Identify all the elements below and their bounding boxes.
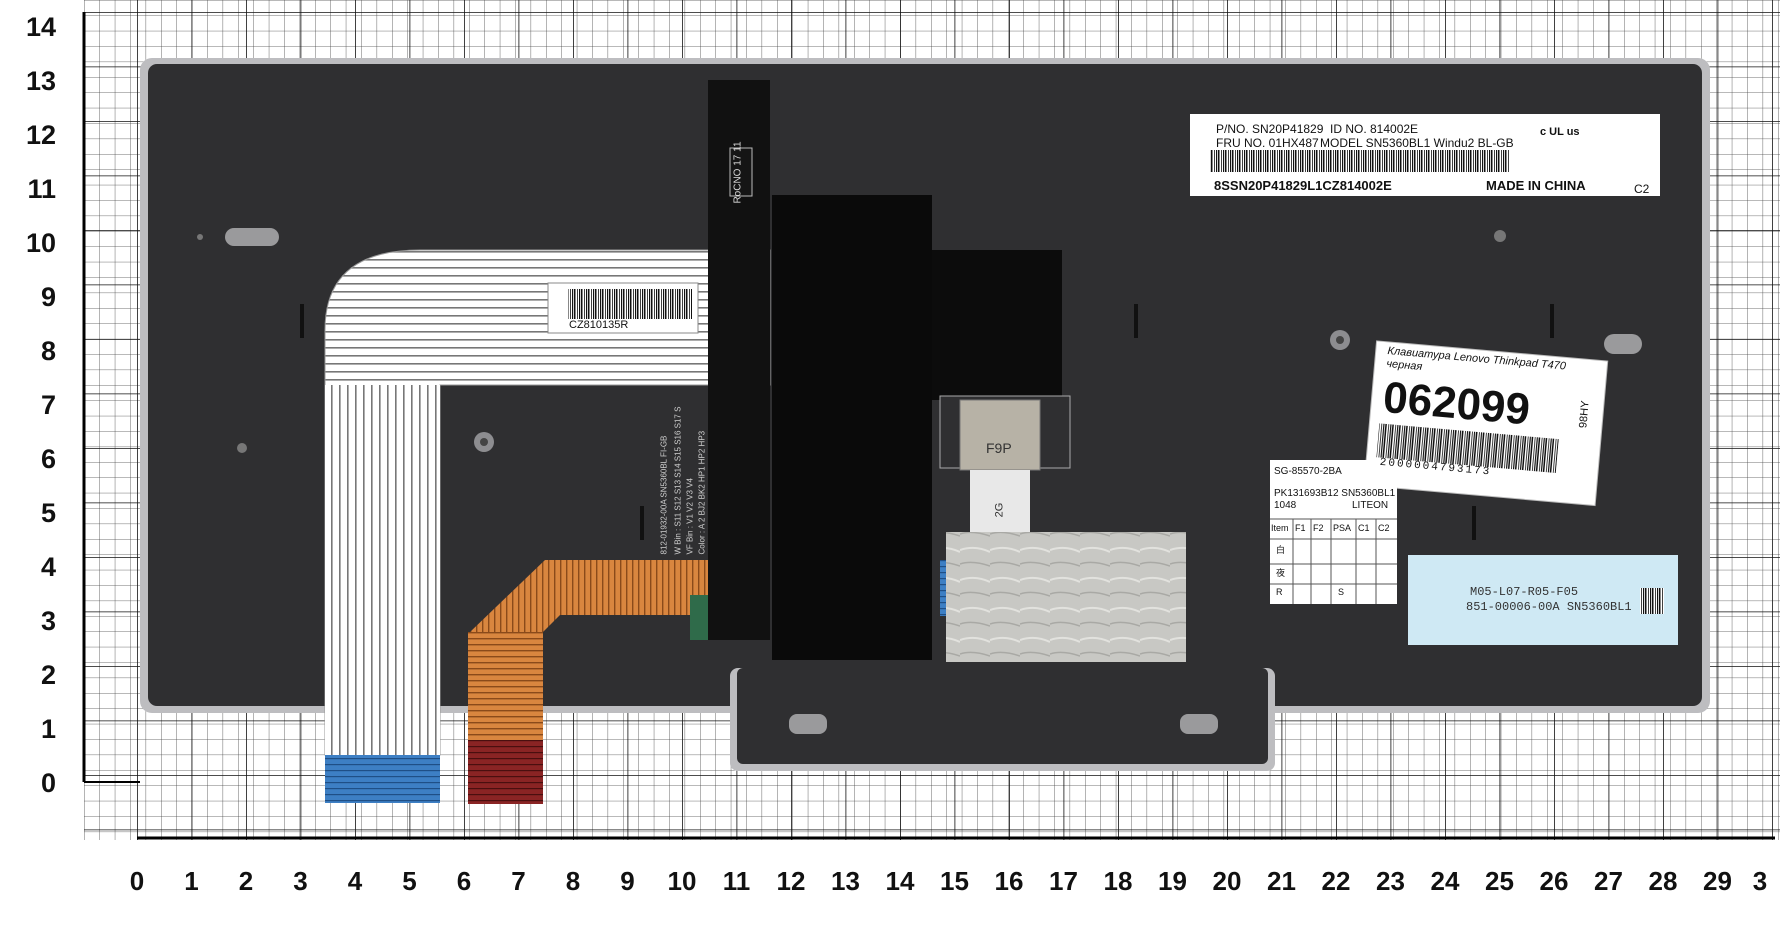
- strip-label-line1: 812-01932-00A SN5360BL FI-GB: [659, 435, 669, 555]
- x-tick-label: 4: [347, 866, 363, 896]
- label-fru: FRU NO. 01HX487: [1216, 136, 1319, 150]
- x-tick-label: 9: [620, 866, 635, 896]
- x-tick-label: 19: [1158, 866, 1187, 896]
- x-tick-label: 21: [1267, 866, 1296, 896]
- strip-label-line3: VF Bin : V1 V2 V3 V4: [685, 478, 695, 555]
- x-tick-label: 23: [1376, 866, 1405, 896]
- liteon-line2: PK131693B12 SN5360BL1: [1274, 488, 1396, 499]
- y-tick-label: 8: [40, 336, 56, 366]
- connector-mark: F9P: [986, 440, 1012, 456]
- liteon-row-1: 白: [1276, 545, 1286, 555]
- x-tick-label: 26: [1539, 866, 1569, 896]
- x-tick-label: 29: [1703, 866, 1732, 896]
- ribbon-label-code: CZ810135R: [569, 319, 629, 331]
- y-tick-label: 4: [40, 552, 56, 582]
- x-tick-label: 3: [1752, 866, 1768, 896]
- liteon-row-3: R: [1276, 587, 1283, 597]
- y-tick-label: 7: [40, 390, 56, 420]
- x-tick-label: 12: [776, 866, 806, 896]
- x-tick-label: 3: [293, 866, 308, 896]
- stock-label: [1363, 340, 1609, 507]
- ul-mark-icon: c UL us: [1540, 126, 1580, 138]
- x-tick-label: 13: [831, 866, 860, 896]
- blue-label: [1408, 555, 1678, 645]
- product-label: [1190, 114, 1660, 196]
- liteon-header-cell: Item: [1271, 523, 1289, 533]
- x-tick-label: 5: [402, 866, 417, 896]
- label-corner: C2: [1634, 182, 1650, 196]
- y-tick-label: 1: [40, 714, 56, 744]
- label-serial: 8SSN20P41829L1CZ814002E: [1214, 178, 1392, 193]
- x-tick-label: 20: [1212, 866, 1242, 896]
- y-tick-label: 13: [25, 66, 56, 96]
- x-tick-label: 11: [722, 866, 751, 896]
- blue-label-line1: M05-L07-R05-F05: [1470, 585, 1579, 599]
- black-panels: [708, 80, 1062, 660]
- liteon-header-cell: C2: [1378, 523, 1390, 533]
- liteon-header-cell: C1: [1358, 523, 1370, 533]
- y-tick-label: 5: [40, 498, 56, 528]
- y-tick-label: 3: [40, 606, 56, 636]
- x-tick-label: 15: [940, 866, 969, 896]
- x-tick-label: 18: [1103, 866, 1133, 896]
- x-tick-label: 10: [667, 866, 697, 896]
- label-idno: ID NO. 814002E: [1330, 122, 1419, 136]
- stock-label-number: 062099: [1381, 372, 1532, 435]
- liteon-label: [1270, 460, 1397, 604]
- x-tick-label: 14: [885, 866, 915, 896]
- y-tick-label: 11: [27, 174, 56, 204]
- liteon-line3: 1048: [1274, 500, 1297, 511]
- liteon-row-2: 夜: [1276, 568, 1286, 578]
- x-tick-label: 8: [565, 866, 581, 896]
- x-tick-label: 1: [184, 866, 199, 896]
- y-tick-label: 14: [25, 12, 56, 42]
- liteon-header-cell: F1: [1295, 523, 1306, 533]
- liteon-line1: SG-85570-2BA: [1274, 466, 1342, 477]
- stock-label-side: 98HY: [1577, 400, 1592, 429]
- x-tick-label: 22: [1321, 866, 1351, 896]
- ruler-axes: [82, 12, 1775, 840]
- label-model: MODEL SN5360BL1 Windu2 BL-GB: [1320, 136, 1514, 150]
- y-tick-label: 2: [40, 660, 56, 690]
- x-tick-label: 25: [1485, 866, 1514, 896]
- liteon-header-cell: PSA: [1333, 523, 1352, 533]
- strip-label-line2: W Bin : S11 S12 S13 S14 S15 S16 S17 S: [673, 406, 683, 555]
- connector-mark-2: 2G: [993, 502, 1006, 518]
- y-tick-label: 10: [25, 228, 56, 258]
- x-tick-label: 7: [511, 866, 526, 896]
- x-tick-label: 24: [1430, 866, 1460, 896]
- orange-ribbon-cable: [468, 560, 770, 804]
- x-tick-label: 28: [1648, 866, 1678, 896]
- x-tick-label: 27: [1594, 866, 1623, 896]
- vertical-label-text: RoCNO 17 11: [732, 141, 744, 204]
- flat-ribbon-cable: [324, 249, 771, 803]
- x-tick-label: 6: [456, 866, 472, 896]
- liteon-s-mark: S: [1338, 587, 1345, 597]
- stock-label-digits: 2000004793173: [1379, 456, 1492, 479]
- y-tick-label: 12: [25, 120, 56, 150]
- x-tick-label: 2: [238, 866, 254, 896]
- liteon-header-cell: F2: [1313, 523, 1324, 533]
- label-made-in: MADE IN CHINA: [1486, 178, 1586, 193]
- label-pno: P/NO. SN20P41829: [1216, 122, 1324, 136]
- strip-label-line4: Color : A 2 BJ2 BK2 HP1 HP2 HP3: [697, 430, 707, 555]
- stock-label-text: Клавиатура Lenovo Thinkpad T470 черная 0…: [1366, 336, 1610, 501]
- x-tick-label: 17: [1049, 866, 1078, 896]
- y-tick-label: 6: [40, 444, 56, 474]
- blue-label-line2: 851-00006-00A SN5360BL1: [1466, 600, 1632, 614]
- y-tick-label: 9: [40, 282, 56, 312]
- liteon-vendor: LITEON: [1352, 500, 1389, 511]
- x-tick-label: 16: [994, 866, 1024, 896]
- x-tick-label: 0: [129, 866, 145, 896]
- foil-patch: [946, 532, 1186, 662]
- y-tick-label: 0: [40, 768, 56, 798]
